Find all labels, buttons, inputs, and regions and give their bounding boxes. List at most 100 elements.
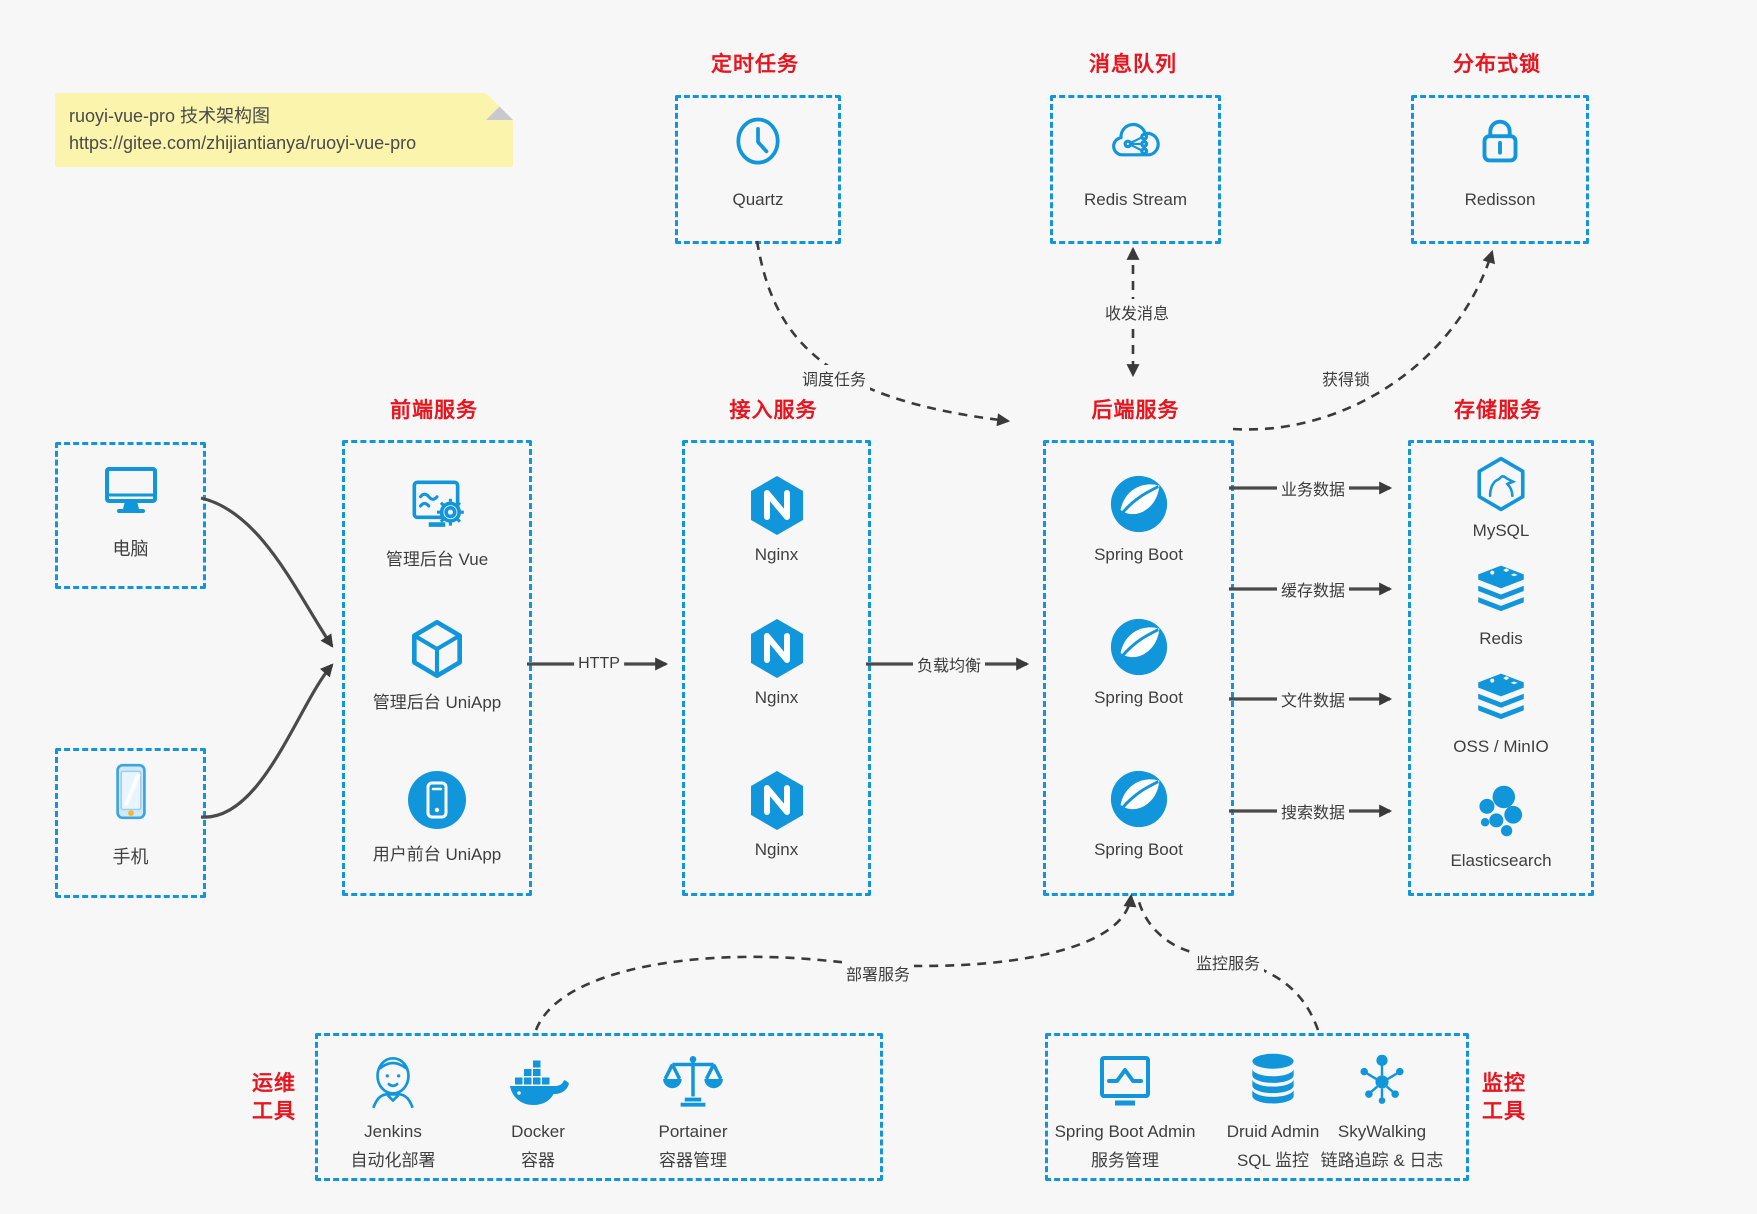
redis-stack-icon — [1473, 563, 1529, 624]
mysql-icon — [1472, 455, 1530, 518]
node-label-nginx-2: Nginx — [754, 688, 799, 707]
nginx-icon — [745, 473, 809, 542]
node-label-mobile: 手机 — [112, 847, 149, 867]
node-label-user-uniapp: 用户前台 UniApp — [372, 845, 502, 864]
node-desc-spring-boot-admin: 服务管理 — [1091, 1151, 1159, 1170]
node-label-oss-minio: OSS / MinIO — [1453, 737, 1549, 756]
node-mysql: MySQL — [1411, 455, 1591, 547]
node-spring-boot-3: Spring Boot — [1046, 768, 1231, 868]
lock-icon — [1469, 110, 1531, 177]
edge-label-cache-data: 缓存数据 — [1276, 576, 1350, 602]
heading-ops-line1: 运维 — [252, 1072, 296, 1095]
node-label-mysql: MySQL — [1472, 521, 1530, 540]
edge-label-send-receive-message: 收发消息 — [1100, 299, 1174, 325]
node-label-pc: 电脑 — [112, 539, 149, 559]
sticky-note: ruoyi-vue-pro 技术架构图 https://gitee.com/zh… — [55, 93, 513, 167]
edge-label-business-data: 业务数据 — [1276, 475, 1350, 501]
node-skywalking: SkyWalking 链路追踪 & 日志 — [1300, 1036, 1464, 1172]
node-label-elasticsearch: Elasticsearch — [1450, 851, 1552, 870]
column-access: Nginx Nginx Nginx — [682, 440, 871, 896]
edge-label-file-data: 文件数据 — [1276, 686, 1350, 712]
sticky-note-text: ruoyi-vue-pro 技术架构图 https://gitee.com/zh… — [69, 103, 416, 157]
edge-phone-to-frontend — [200, 663, 334, 819]
node-label-admin-uniapp: 管理后台 UniApp — [372, 693, 502, 712]
user-app-icon — [405, 768, 469, 837]
heading-distributed-lock: 分布式锁 — [1453, 53, 1541, 76]
heading-message-queue: 消息队列 — [1089, 53, 1177, 76]
node-label-spring-boot-3: Spring Boot — [1094, 840, 1183, 859]
node-redis: Redis — [1411, 563, 1591, 655]
nginx-icon — [745, 768, 809, 837]
group-distributed-lock: Redisson — [1411, 95, 1589, 244]
group-message-queue: Redis Stream — [1050, 95, 1221, 244]
node-label-jenkins: Jenkins — [364, 1122, 422, 1141]
druid-database-icon — [1243, 1050, 1303, 1115]
spring-boot-icon — [1108, 616, 1170, 683]
heading-monitor-line2: 工具 — [1482, 1100, 1526, 1123]
phone-icon — [98, 759, 164, 830]
desktop-icon — [99, 457, 163, 526]
node-spring-boot-admin: Spring Boot Admin 服务管理 — [1050, 1036, 1200, 1172]
edge-label-search-data: 搜索数据 — [1276, 798, 1350, 824]
node-nginx-3: Nginx — [685, 768, 868, 868]
node-admin-vue: 管理后台 Vue — [345, 473, 529, 573]
group-ops-tools: Jenkins 自动化部署 Docker 容器 — [315, 1033, 883, 1181]
storage-stack-icon — [1473, 671, 1529, 732]
admin-vue-icon — [404, 473, 470, 544]
node-label-nginx-1: Nginx — [754, 545, 799, 564]
node-spring-boot-2: Spring Boot — [1046, 616, 1231, 716]
uniapp-cube-icon — [404, 616, 470, 687]
heading-ops-tools: 运维 工具 — [243, 1070, 305, 1126]
note-fold-cut — [486, 93, 513, 120]
node-desc-docker: 容器 — [521, 1151, 555, 1170]
node-nginx-2: Nginx — [685, 616, 868, 716]
node-oss-minio: OSS / MinIO — [1411, 671, 1591, 763]
group-monitor-tools: Spring Boot Admin 服务管理 Druid Admin SQL 监… — [1045, 1033, 1469, 1181]
jenkins-icon — [360, 1048, 426, 1119]
node-label-redisson: Redisson — [1464, 190, 1536, 209]
node-label-spring-boot-2: Spring Boot — [1094, 688, 1183, 707]
heading-frontend-services: 前端服务 — [390, 399, 478, 422]
node-desc-portainer: 容器管理 — [659, 1151, 727, 1170]
spring-boot-icon — [1108, 768, 1170, 835]
elasticsearch-icon — [1471, 781, 1531, 846]
node-admin-uniapp: 管理后台 UniApp — [345, 616, 529, 716]
client-mobile: 手机 — [55, 748, 206, 898]
node-user-uniapp: 用户前台 UniApp — [345, 768, 529, 868]
portainer-icon — [660, 1048, 726, 1119]
node-desc-jenkins: 自动化部署 — [350, 1151, 436, 1170]
edge-label-load-balance: 负载均衡 — [912, 651, 986, 677]
node-label-quartz: Quartz — [732, 190, 784, 209]
heading-monitor-line1: 监控 — [1482, 1072, 1526, 1095]
node-label-spring-boot-1: Spring Boot — [1094, 545, 1183, 564]
node-desc-druid-admin: SQL 监控 — [1236, 1151, 1310, 1170]
node-druid-admin: Druid Admin SQL 监控 — [1200, 1036, 1346, 1172]
edge-label-deploy-service: 部署服务 — [841, 960, 915, 986]
edge-deploy-service — [534, 893, 1137, 1031]
heading-scheduled-task: 定时任务 — [711, 53, 799, 76]
node-label-docker: Docker — [511, 1122, 565, 1141]
column-backend: Spring Boot Spring Boot Spring Boot — [1043, 440, 1234, 896]
node-docker: Docker 容器 — [468, 1036, 608, 1172]
edge-label-monitor-service: 监控服务 — [1191, 949, 1265, 975]
node-jenkins: Jenkins 自动化部署 — [323, 1036, 463, 1172]
nginx-icon — [745, 616, 809, 685]
node-label-redis-stream: Redis Stream — [1084, 190, 1187, 209]
column-storage: MySQL Redis — [1408, 440, 1594, 896]
heading-monitor-tools: 监控 工具 — [1473, 1070, 1535, 1126]
edge-label-schedule-task: 调度任务 — [797, 365, 871, 391]
edge-pc-to-frontend — [200, 496, 334, 648]
note-title: ruoyi-vue-pro 技术架构图 — [69, 106, 271, 126]
heading-backend-services: 后端服务 — [1091, 399, 1180, 422]
node-label-admin-vue: 管理后台 Vue — [385, 550, 489, 569]
docker-icon — [506, 1052, 570, 1121]
spring-boot-icon — [1108, 473, 1170, 540]
column-frontend: 管理后台 Vue 管理后台 UniApp 用户前台 UniApp — [342, 440, 532, 896]
node-desc-skywalking: 链路追踪 & 日志 — [1320, 1151, 1444, 1170]
note-url: https://gitee.com/zhijiantianya/ruoyi-vu… — [69, 133, 417, 153]
cloud-share-icon — [1107, 114, 1165, 177]
clock-icon — [728, 112, 788, 177]
sba-monitor-icon — [1093, 1050, 1157, 1119]
edge-label-http: HTTP — [574, 654, 624, 674]
heading-storage-services: 存储服务 — [1454, 399, 1542, 422]
